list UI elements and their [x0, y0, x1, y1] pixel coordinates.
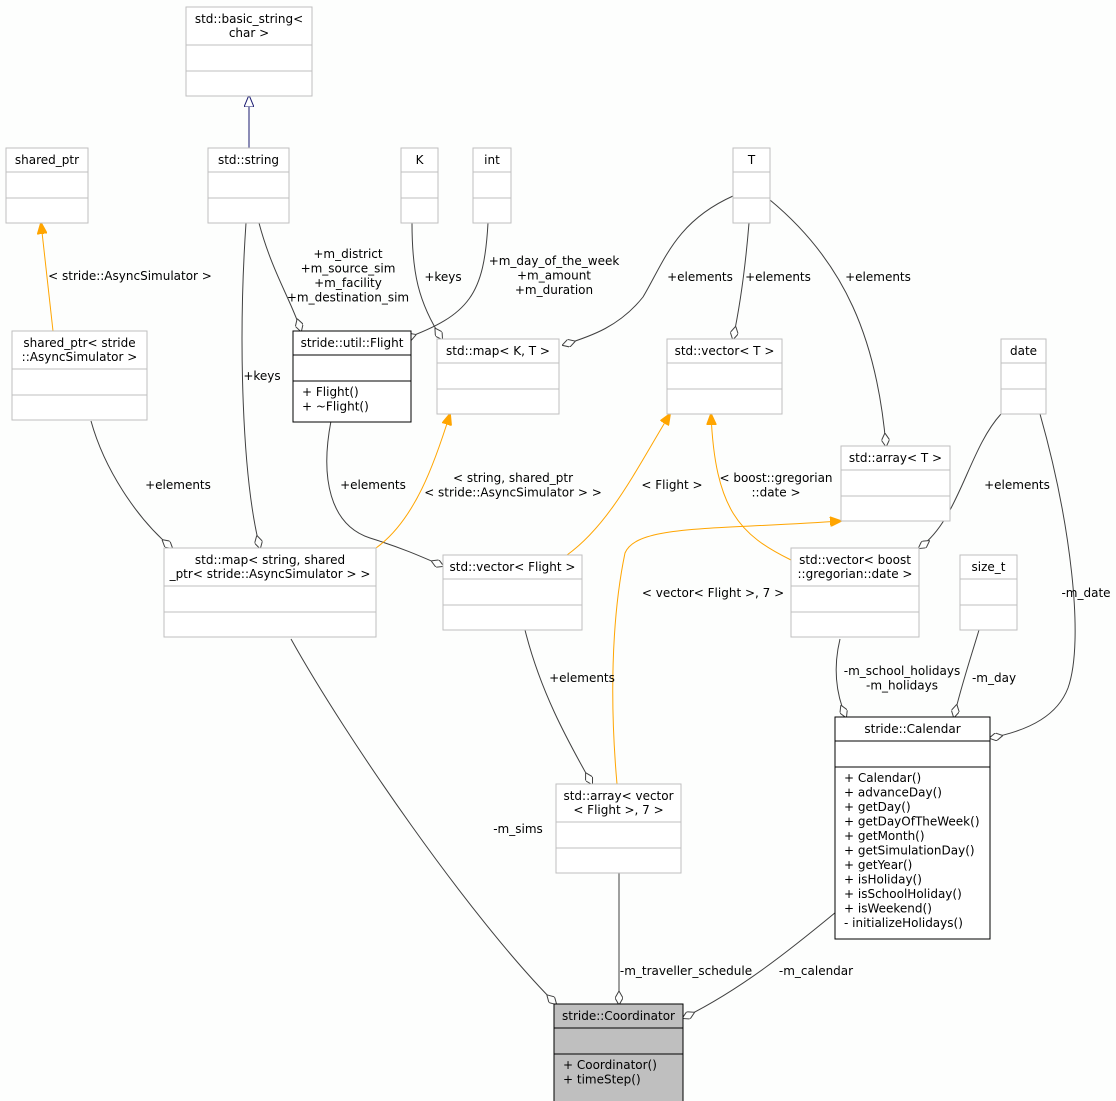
class-node-vector-date[interactable]: std::vector< boost::gregorian::date > — [790, 547, 920, 638]
association-edge-19 — [954, 629, 980, 717]
class-node-shared-ptr[interactable]: shared_ptr — [5, 147, 89, 224]
edge-label-template-array: < vector< Flight >, 7 > — [642, 586, 784, 600]
association-edge-3 — [411, 222, 442, 339]
class-name: std::basic_string<char > — [195, 12, 303, 40]
class-name: stride::Coordinator — [562, 1009, 675, 1023]
edge-label-elements-map: +elements — [667, 270, 733, 284]
class-name: shared_ptr — [15, 153, 79, 167]
edge-label-m-calendar: -m_calendar — [779, 964, 853, 978]
edge-label-template-map: < string, shared_ptr< stride::AsyncSimul… — [424, 471, 602, 500]
association-edge-10 — [326, 420, 443, 566]
association-edge-14 — [919, 413, 1002, 548]
edge-label-template-date: < boost::gregorian::date > — [719, 471, 832, 500]
class-node-vector-flight[interactable]: std::vector< Flight > — [442, 554, 583, 631]
class-name: int — [484, 153, 500, 167]
association-edge-18 — [835, 638, 846, 717]
edge-label-flight-int: +m_day_of_the_week+m_amount+m_duration — [489, 254, 620, 297]
edge-label-keys-string: +keys — [243, 369, 280, 383]
association-edge-8 — [241, 222, 260, 548]
edge-label-elements-vf: +elements — [549, 671, 615, 685]
template-edge-13 — [711, 414, 792, 561]
class-methods: + Coordinator()+ timeStep() — [563, 1058, 657, 1087]
class-node-array-T[interactable]: std::array< T > — [840, 445, 951, 522]
class-node-date[interactable]: date — [1000, 338, 1047, 415]
association-edge-17 — [524, 629, 592, 784]
class-node-size-t[interactable]: size_t — [959, 554, 1018, 631]
class-name: std::vector< Flight > — [450, 560, 576, 574]
class-name: stride::util::Flight — [301, 336, 404, 350]
association-edge-4 — [404, 222, 489, 339]
edge-label-holidays: -m_school_holidays-m_holidays — [844, 664, 960, 693]
class-node-K[interactable]: K — [400, 147, 439, 224]
class-node-std-string[interactable]: std::string — [207, 147, 290, 224]
class-name: T — [747, 153, 756, 167]
class-name: std::vector< T > — [675, 344, 775, 358]
class-node-int[interactable]: int — [472, 147, 512, 224]
edge-label-m-date: -m_date — [1061, 586, 1110, 600]
class-node-coordinator[interactable]: stride::Coordinator+ Coordinator()+ time… — [553, 1003, 684, 1101]
class-name: std::array< T > — [849, 451, 942, 465]
class-node-map-KT[interactable]: std::map< K, T > — [436, 338, 560, 415]
class-name: std::vector< boost::gregorian::date > — [798, 553, 913, 581]
class-name: K — [416, 153, 425, 167]
edge-label-m-day: -m_day — [972, 671, 1016, 685]
edge-label-template-flight: < Flight > — [641, 478, 702, 492]
class-name: std::array< vector< Flight >, 7 > — [563, 789, 673, 817]
association-edge-5 — [563, 195, 734, 345]
class-name: size_t — [972, 560, 1006, 574]
template-edge-11 — [375, 414, 450, 549]
association-edge-20 — [290, 638, 556, 1004]
class-methods: + Calendar()+ advanceDay()+ getDay()+ ge… — [844, 771, 980, 930]
class-name: date — [1010, 344, 1037, 358]
class-node-calendar[interactable]: stride::Calendar+ Calendar()+ advanceDay… — [834, 716, 991, 940]
association-edge-2 — [258, 222, 301, 331]
association-edge-7 — [769, 199, 886, 446]
edge-label-elements-date: +elements — [984, 478, 1050, 492]
association-edge-22 — [683, 911, 837, 1018]
edge-label-traveller: -m_traveller_schedule — [620, 964, 752, 978]
edge-label-elements-shared: +elements — [145, 478, 211, 492]
class-node-map-string[interactable]: std::map< string, shared_ptr< stride::As… — [163, 547, 377, 638]
class-name: shared_ptr< stride::AsyncSimulator > — [22, 336, 138, 364]
class-node-flight[interactable]: stride::util::Flight+ Flight()+ ~Flight(… — [292, 330, 412, 423]
class-node-array-vector[interactable]: std::array< vector< Flight >, 7 > — [555, 783, 682, 874]
edge-label-template-async: < stride::AsyncSimulator > — [48, 269, 212, 283]
class-node-T[interactable]: T — [732, 147, 771, 224]
class-node-vector-T[interactable]: std::vector< T > — [666, 338, 783, 415]
edge-label-elements-vector: +elements — [745, 270, 811, 284]
class-node-shared-ptr-async[interactable]: shared_ptr< stride::AsyncSimulator > — [11, 330, 148, 421]
class-name: stride::Calendar — [864, 722, 960, 736]
edge-label-flight-members: +m_district+m_source_sim+m_facility+m_de… — [287, 247, 409, 305]
edge-label-m-sims: -m_sims — [493, 822, 543, 836]
class-node-basic-string[interactable]: std::basic_string<char > — [185, 6, 313, 97]
class-name: std::map< K, T > — [446, 344, 550, 358]
edge-label-elements-flight: +elements — [340, 478, 406, 492]
edge-label-keys-K: +keys — [424, 270, 461, 284]
association-edge-9 — [90, 420, 172, 548]
association-edge-15 — [990, 413, 1076, 738]
class-methods: + Flight()+ ~Flight() — [302, 385, 369, 414]
class-name: std::string — [218, 153, 279, 167]
class-name: std::map< string, shared_ptr< stride::As… — [169, 553, 371, 581]
edge-label-elements-array: +elements — [845, 270, 911, 284]
template-edge-16 — [612, 521, 841, 785]
template-edge-1 — [41, 223, 54, 332]
template-edge-12 — [566, 414, 670, 556]
association-edge-6 — [733, 222, 750, 339]
